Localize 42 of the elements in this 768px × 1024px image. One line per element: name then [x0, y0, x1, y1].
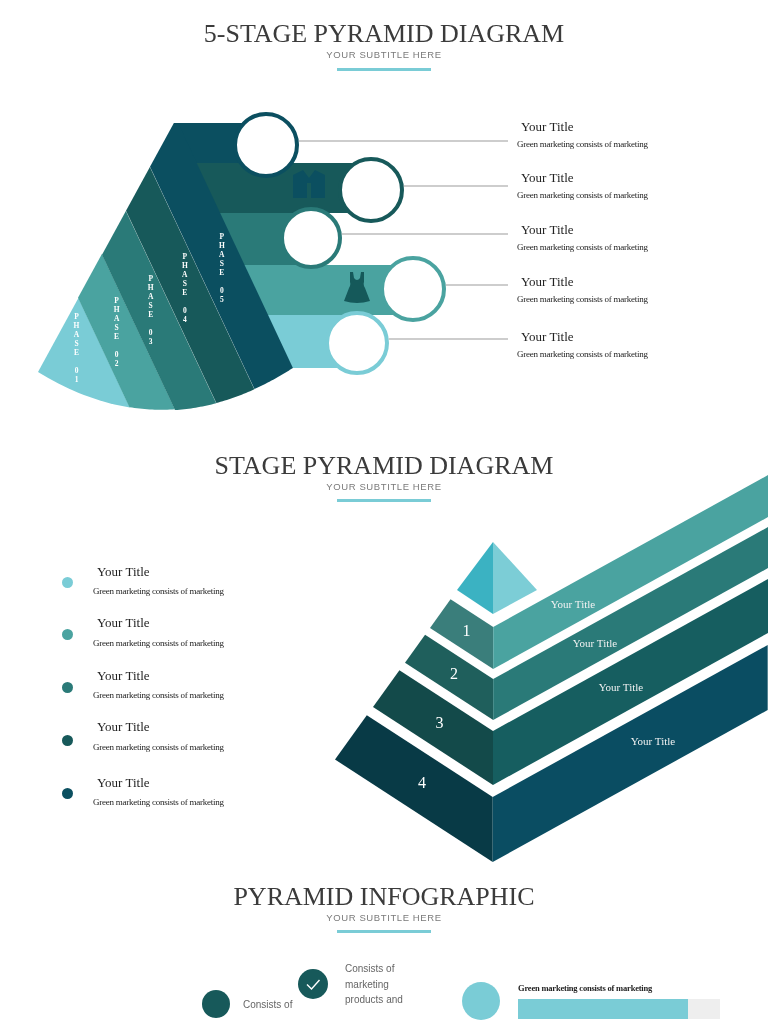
item-description: Green marketing consists of marketing	[517, 293, 648, 305]
item-description: Green marketing consists of marketing	[517, 241, 648, 253]
item-description: Green marketing consists of marketing	[93, 741, 224, 753]
leader-line	[298, 140, 509, 142]
item-description: Green marketing consists of marketing	[517, 138, 648, 150]
layer-title: Your Title	[630, 734, 676, 748]
item-title: Your Title	[97, 719, 150, 735]
layer-title: Your Title	[550, 597, 596, 611]
section-title: 5-STAGE PYRAMID DIAGRAM	[203, 19, 565, 49]
section-title: STAGE PYRAMID DIAGRAM	[214, 451, 554, 481]
note-text: Consists of marketing products and	[345, 962, 404, 1007]
item-title: Your Title	[97, 668, 150, 684]
layer-number: 4	[418, 774, 427, 793]
layer-number: 2	[449, 665, 458, 684]
item-description: Green marketing consists of marketing	[93, 689, 224, 701]
leader-line	[403, 185, 509, 187]
item-title: Your Title	[521, 274, 574, 290]
item-description: Green marketing consists of marketing	[517, 189, 648, 201]
item-title: Your Title	[97, 564, 150, 580]
layer-title: Your Title	[572, 636, 618, 650]
item-title: Your Title	[97, 615, 150, 631]
subtitle: YOUR SUBTITLE HERE	[326, 912, 442, 924]
leader-line	[445, 284, 509, 286]
item-title: Your Title	[521, 170, 574, 186]
section-title: PYRAMID INFOGRAPHIC	[233, 882, 535, 912]
subtitle: YOUR SUBTITLE HERE	[326, 49, 442, 61]
item-title: Your Title	[521, 119, 574, 135]
item-description: Green marketing consists of marketing	[517, 348, 648, 360]
subtitle: YOUR SUBTITLE HERE	[326, 481, 442, 493]
layer-number: 3	[435, 714, 444, 733]
progress-label: Green marketing consists of marketing	[518, 982, 653, 994]
layer-number: 1	[462, 621, 471, 640]
item-title: Your Title	[97, 775, 150, 791]
item-description: Green marketing consists of marketing	[93, 637, 224, 649]
item-description: Green marketing consists of marketing	[93, 585, 224, 597]
note-text: Consists of	[243, 998, 294, 1012]
leader-line	[341, 233, 509, 235]
item-title: Your Title	[521, 329, 574, 345]
item-title: Your Title	[521, 222, 574, 238]
layer-title: Your Title	[598, 680, 644, 694]
item-description: Green marketing consists of marketing	[93, 796, 224, 808]
leader-line	[388, 338, 509, 340]
